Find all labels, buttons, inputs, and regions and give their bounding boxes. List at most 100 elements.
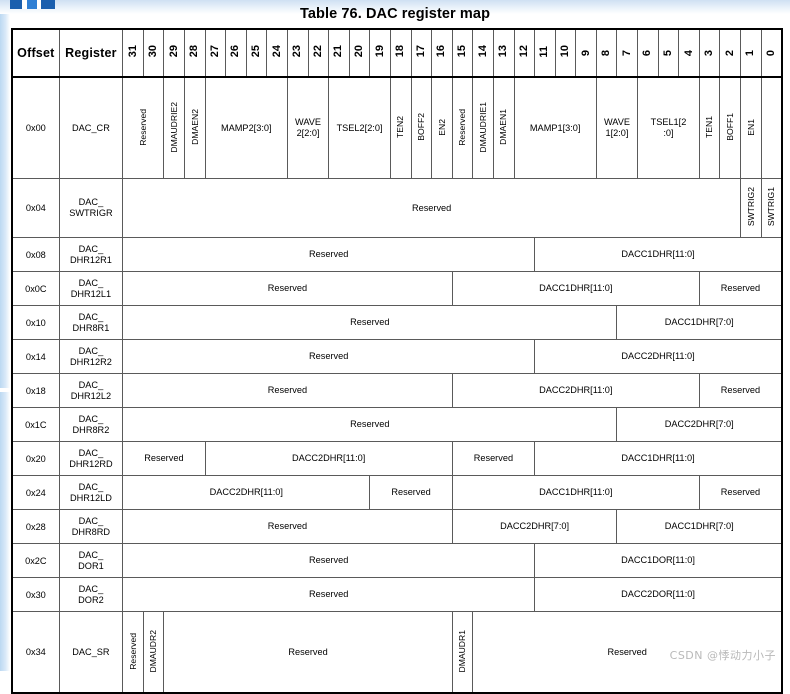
cell-bitfield: Reserved	[451, 441, 536, 476]
column-header-bit-9: 9	[575, 28, 597, 78]
bit-number-label: 8	[600, 49, 613, 56]
cell-bitfield: Reserved	[122, 577, 536, 612]
watermark-text: CSDN @悸动力小子	[669, 649, 776, 662]
column-header-bit-16: 16	[431, 28, 453, 78]
cell-bitfield: TSEL1[2:0]	[637, 76, 700, 179]
cell-offset: 0x34	[11, 611, 60, 694]
cell-bitfield: DACC2DHR[7:0]	[451, 509, 618, 544]
cell-bitfield: DMAUDR1	[451, 611, 474, 694]
bit-number-label: 3	[703, 49, 716, 56]
bit-number-label: 24	[270, 45, 283, 58]
column-header-bit-11: 11	[534, 28, 556, 78]
cell-bitfield: DACC1DOR[11:0]	[534, 543, 783, 578]
selection-highlight-band-top	[0, 14, 10, 388]
column-header-bit-13: 13	[492, 28, 515, 78]
column-header-bit-27: 27	[204, 28, 227, 78]
bitfield-label: TEN2	[395, 116, 406, 138]
cell-register-name: DAC_DHR12R2	[58, 339, 124, 374]
column-header-bit-20: 20	[348, 28, 371, 78]
cell-bitfield: DMAUDRIE2	[163, 76, 185, 179]
bit-number-label: 18	[394, 45, 407, 58]
cell-register-name: DAC_DHR12L2	[58, 373, 124, 408]
bitfield-label: DMAEN1	[498, 109, 509, 145]
cell-bitfield: TSEL2[2:0]	[328, 76, 391, 179]
cell-offset: 0x00	[11, 76, 60, 179]
cell-register-name: DAC_DHR12LD	[58, 475, 124, 510]
bitfield-label: Reserved	[138, 108, 149, 146]
bit-number-label: 29	[167, 45, 180, 58]
bit-number-label: 17	[414, 45, 427, 58]
cell-offset: 0x2C	[11, 543, 60, 578]
cell-offset: 0x08	[11, 237, 60, 272]
cell-bitfield: Reserved	[122, 305, 618, 340]
bit-number-label: 16	[435, 45, 448, 58]
cell-bitfield: TEN1	[698, 76, 721, 179]
cell-bitfield: DACC2DHR[7:0]	[616, 407, 783, 442]
bitfield-label: DMAUDR2	[148, 629, 159, 673]
bit-number-label: 21	[332, 45, 345, 58]
column-header-bit-5: 5	[657, 28, 680, 78]
cell-bitfield: Reserved	[698, 373, 783, 408]
cell-bitfield: Reserved	[163, 611, 453, 694]
cell-bitfield: Reserved	[122, 237, 536, 272]
cell-bitfield: Reserved	[122, 407, 618, 442]
cell-bitfield: Reserved	[451, 76, 474, 179]
cell-register-name: DAC_DOR1	[58, 543, 124, 578]
bitfield-label: BOFF2	[416, 113, 427, 141]
column-header-bit-30: 30	[142, 28, 165, 78]
cell-bitfield: DACC1DHR[7:0]	[616, 305, 783, 340]
cell-bitfield: DACC2DHR[11:0]	[534, 339, 783, 374]
column-header-bit-19: 19	[369, 28, 391, 78]
bit-number-label: 30	[147, 45, 160, 58]
cell-offset: 0x18	[11, 373, 60, 408]
column-header-bit-2: 2	[719, 28, 742, 78]
bit-number-label: 19	[373, 45, 386, 58]
cell-offset: 0x20	[11, 441, 60, 476]
cell-bitfield: EN1	[740, 76, 762, 179]
selection-highlight-band-bottom	[0, 392, 10, 671]
cell-bitfield: DACC1DHR[7:0]	[616, 509, 783, 544]
cell-register-name: DAC_DHR12R1	[58, 237, 124, 272]
bitfield-label: Reserved	[457, 108, 468, 146]
column-header-bit-28: 28	[184, 28, 206, 78]
bit-number-label: 15	[456, 45, 469, 58]
column-header-bit-22: 22	[307, 28, 330, 78]
bit-number-label: 25	[250, 45, 263, 58]
cell-bitfield: DACC2DHR[11:0]	[204, 441, 453, 476]
bit-number-label: 27	[208, 45, 221, 58]
cell-bitfield: Reserved	[122, 543, 536, 578]
bit-number-label: 6	[641, 49, 654, 56]
cell-bitfield: DACC1DHR[11:0]	[534, 441, 783, 476]
column-header-bit-23: 23	[286, 28, 309, 78]
cell-bitfield: Reserved	[122, 373, 453, 408]
cell-bitfield: MAMP2[3:0]	[204, 76, 288, 179]
bitfield-label: SWTRIG1	[766, 187, 777, 227]
cell-bitfield: DACC2DHR[11:0]	[451, 373, 700, 408]
bitfield-label: EN1	[745, 118, 756, 136]
cell-register-name: DAC_DHR8RD	[58, 509, 124, 544]
cell-offset: 0x1C	[11, 407, 60, 442]
column-header-bit-12: 12	[513, 28, 536, 78]
table-caption: Table 76. DAC register map	[299, 6, 491, 22]
column-header-bit-10: 10	[554, 28, 577, 78]
cell-bitfield: Reserved	[122, 76, 165, 179]
bit-number-label: 20	[353, 45, 366, 58]
bit-number-label: 12	[517, 45, 530, 58]
bit-number-label: 14	[476, 45, 489, 58]
document-page: Table 76. DAC register map Offset Regist…	[11, 6, 783, 694]
column-header-bit-7: 7	[616, 28, 639, 78]
column-header-bit-18: 18	[389, 28, 412, 78]
column-header-bit-24: 24	[266, 28, 288, 78]
cell-offset: 0x10	[11, 305, 60, 340]
cell-bitfield: Reserved	[122, 339, 536, 374]
column-header-bit-0: 0	[760, 28, 783, 78]
column-header-bit-8: 8	[595, 28, 618, 78]
